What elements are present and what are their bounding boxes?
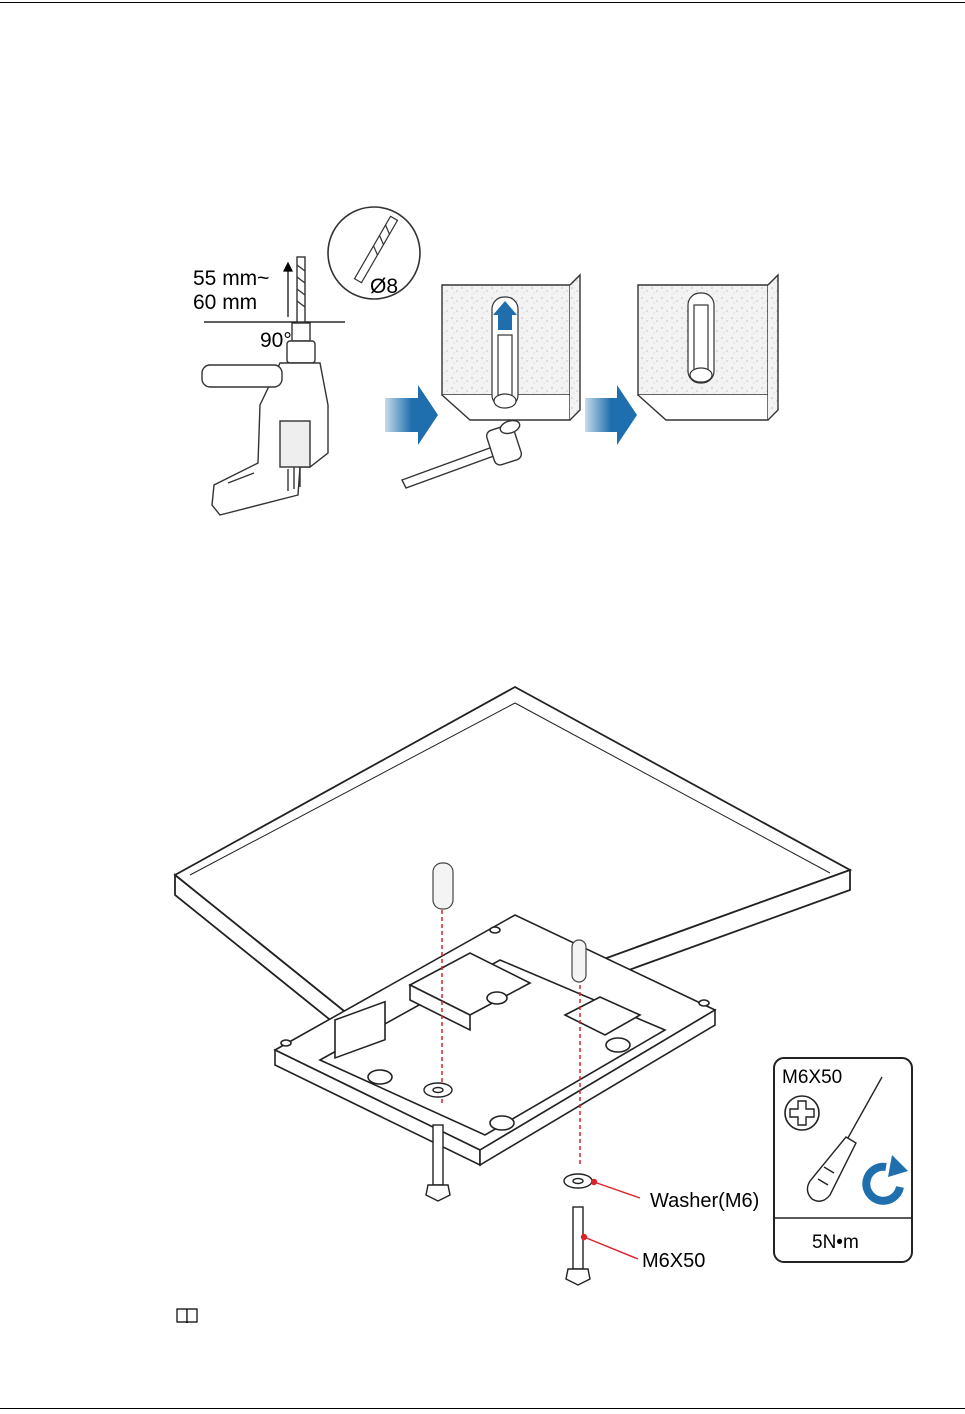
drilling-figure: 55 mm~ 60 mm 90° [180,205,800,525]
callout-screw-label: M6X50 [782,1067,842,1088]
ceiling-mount-figure: Washer(M6) M6X50 M6X50 5N•m [170,685,930,1305]
wall-block-with-anchor [442,275,580,420]
callout-torque-label: 5N•m [812,1232,859,1253]
depth-label-1: 55 mm~ [193,267,269,290]
drill-bit-diameter: Ø8 [370,275,398,298]
screw-label: M6X50 [642,1250,705,1272]
depth-label-2: 60 mm [193,291,257,314]
callout-leaders [582,1180,641,1260]
header-rule [0,2,965,3]
phillips-head-icon [785,1096,819,1130]
step-arrow-1 [385,385,438,445]
washer-label: Washer(M6) [650,1190,759,1212]
wall-block-anchor-installed [638,275,778,420]
footer-rule [0,1408,965,1409]
right-screw-assembly [564,1174,592,1285]
step-arrow-2 [585,385,637,445]
book-note-icon [176,1306,198,1324]
